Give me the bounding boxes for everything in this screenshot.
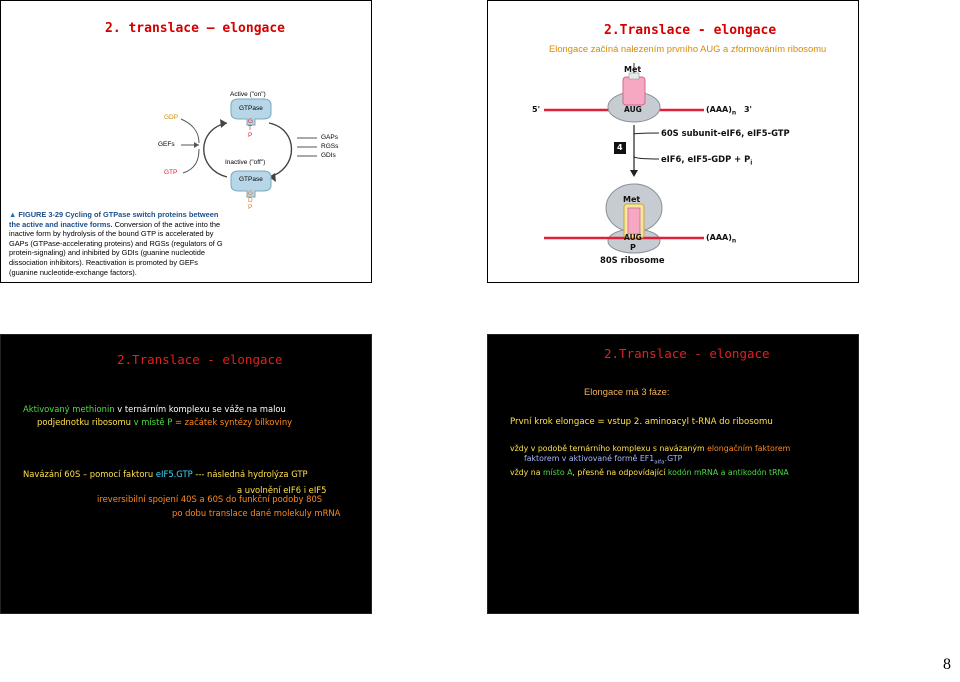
pi-subscript: i bbox=[750, 159, 753, 167]
gtp-suffix: .GTP bbox=[664, 454, 683, 463]
five-prime-label: 5' bbox=[532, 105, 541, 114]
slide-3-line-3: Navázání 60S – pomocí faktoru eIF5.GTP -… bbox=[23, 469, 308, 479]
slide-1-title: 2. translace – elongace bbox=[105, 21, 286, 36]
slide-3-line-6: po dobu translace dané molekuly mRNA bbox=[172, 508, 341, 518]
gaps-label: GAPs bbox=[321, 134, 338, 141]
slide-2-subtitle: Elongace začíná nalezením prvního AUG a … bbox=[549, 43, 827, 54]
polya-bottom-label: (AAA)n bbox=[706, 233, 736, 245]
matching-text: , přesně na odpovídající bbox=[572, 468, 668, 477]
gtp-letter: G bbox=[248, 118, 254, 125]
gtp-letter: P bbox=[248, 132, 253, 139]
gtp-vertical: G T P bbox=[248, 118, 253, 139]
ternary-text: vždy v podobě ternárního komplexu s navá… bbox=[510, 444, 708, 453]
step-number: 4 bbox=[617, 143, 623, 152]
slide-4-line-1: vždy v podobě ternárního komplexu s navá… bbox=[510, 444, 790, 453]
always-on: vždy na bbox=[510, 468, 543, 477]
gtpase-inactive-label: GTPase bbox=[239, 176, 263, 183]
gdp-letter: G bbox=[248, 190, 254, 197]
slide-4-title: 2.Translace - elongace bbox=[604, 346, 770, 361]
reaction-output: eIF6, eIF5-GDP + Pi bbox=[661, 154, 752, 167]
phases-label: Elongace má 3 fáze: bbox=[584, 386, 670, 397]
slide-4-line-2: faktorem v aktivované formě EF1alfa.GTP bbox=[524, 454, 682, 466]
slide-2: 2.Translace - elongace Elongace začíná n… bbox=[487, 0, 859, 283]
gtp-label: GTP bbox=[164, 169, 178, 176]
gdp-letter: P bbox=[248, 204, 253, 211]
aug-top-label: AUG bbox=[624, 105, 642, 114]
gefs-label: GEFs bbox=[158, 141, 175, 148]
polya-bottom-n: n bbox=[731, 237, 737, 245]
polya-n: n bbox=[731, 109, 737, 117]
line-1-rest: v ternárním komplexu se váže na malou bbox=[114, 404, 286, 414]
p-site-label: P bbox=[630, 243, 636, 252]
slide-3-line-5: ireversibilní spojení 40S a 60S do funkč… bbox=[97, 494, 323, 504]
slide-1: 2. translace – elongace Active ("on") GT… bbox=[0, 0, 372, 283]
gdp-letter: D bbox=[248, 197, 253, 204]
ef1-text: faktorem v aktivované formě EF1 bbox=[524, 454, 655, 463]
p-site-text: v místě P bbox=[133, 417, 173, 427]
gdp-label: GDP bbox=[164, 114, 179, 121]
caption-bold: FIGURE 3-29 Cycling of GTPase switch pro… bbox=[9, 210, 219, 229]
synthesis-start: = začátek syntézy bílkoviny bbox=[172, 417, 293, 427]
page-number: 8 bbox=[943, 656, 951, 673]
gtpase-active-label: GTPase bbox=[239, 105, 263, 112]
slide-3-line-4: a uvolnění eIF6 i eIF5 bbox=[237, 485, 327, 495]
slide-3-line-2: podjednotku ribosomu v místě P = začátek… bbox=[37, 417, 292, 427]
slide-3: 2.Translace - elongace Aktivovaný methio… bbox=[0, 334, 372, 614]
met-bottom-label: Met bbox=[623, 195, 641, 204]
alfa-subscript: alfa bbox=[654, 459, 665, 466]
ribosome-assembly-diagram bbox=[544, 63, 704, 254]
gtp-letter: T bbox=[248, 125, 252, 132]
caption-text: Conversion of the active into the inacti… bbox=[9, 219, 223, 277]
aug-bottom-label: AUG bbox=[624, 233, 642, 242]
binding-60s: Navázání 60S – pomocí faktoru bbox=[23, 469, 156, 479]
three-prime-label: 3' bbox=[743, 105, 752, 114]
hydrolysis-text: --- následná hydrolýza GTP bbox=[192, 469, 308, 479]
eif5-gtp: eIF5.GTP bbox=[155, 469, 193, 479]
reaction-input: 60S subunit-eIF6, eIF5-GTP bbox=[661, 128, 790, 138]
caption-triangle-icon: ▲ bbox=[9, 210, 17, 219]
reaction-output-text: eIF6, eIF5-GDP + P bbox=[661, 154, 751, 164]
slide-2-title: 2.Translace - elongace bbox=[604, 23, 777, 38]
met-top-label: Met bbox=[624, 65, 642, 74]
line-2-start: podjednotku ribosomu bbox=[37, 417, 134, 427]
rgss-label: RGSs bbox=[321, 143, 339, 150]
slide-4-line-3: vždy na místo A, přesně na odpovídající … bbox=[510, 468, 789, 477]
figure-caption: ▲ FIGURE 3-29 Cycling of GTPase switch p… bbox=[9, 210, 227, 277]
polya-top-label: (AAA)n 3' bbox=[706, 105, 752, 117]
ribosome-label: 80S ribosome bbox=[600, 255, 665, 265]
polya-text: (AAA) bbox=[706, 105, 732, 114]
elongation-factor: elongačním faktorem bbox=[707, 444, 791, 453]
slide-4: 2.Translace - elongace Elongace má 3 fáz… bbox=[487, 334, 859, 614]
first-step: První krok elongace = vstup 2. aminoacyl… bbox=[510, 417, 773, 427]
slide-3-title: 2.Translace - elongace bbox=[117, 352, 283, 367]
activated-methionine: Aktivovaný methionin bbox=[23, 404, 115, 414]
gtpase-cycle-diagram bbox=[180, 98, 317, 198]
polya-bottom-text: (AAA) bbox=[706, 233, 732, 242]
codon-anticodon: kodón mRNA a antikodón tRNA bbox=[667, 468, 789, 477]
inactive-label: Inactive ("off") bbox=[225, 159, 266, 166]
slide-3-line-1: Aktivovaný methionin v ternárním komplex… bbox=[23, 404, 286, 414]
a-site: místo A bbox=[542, 468, 573, 477]
active-label: Active ("on") bbox=[230, 91, 266, 98]
gdp-vertical: G D P bbox=[248, 190, 253, 211]
gdis-label: GDIs bbox=[321, 152, 336, 159]
